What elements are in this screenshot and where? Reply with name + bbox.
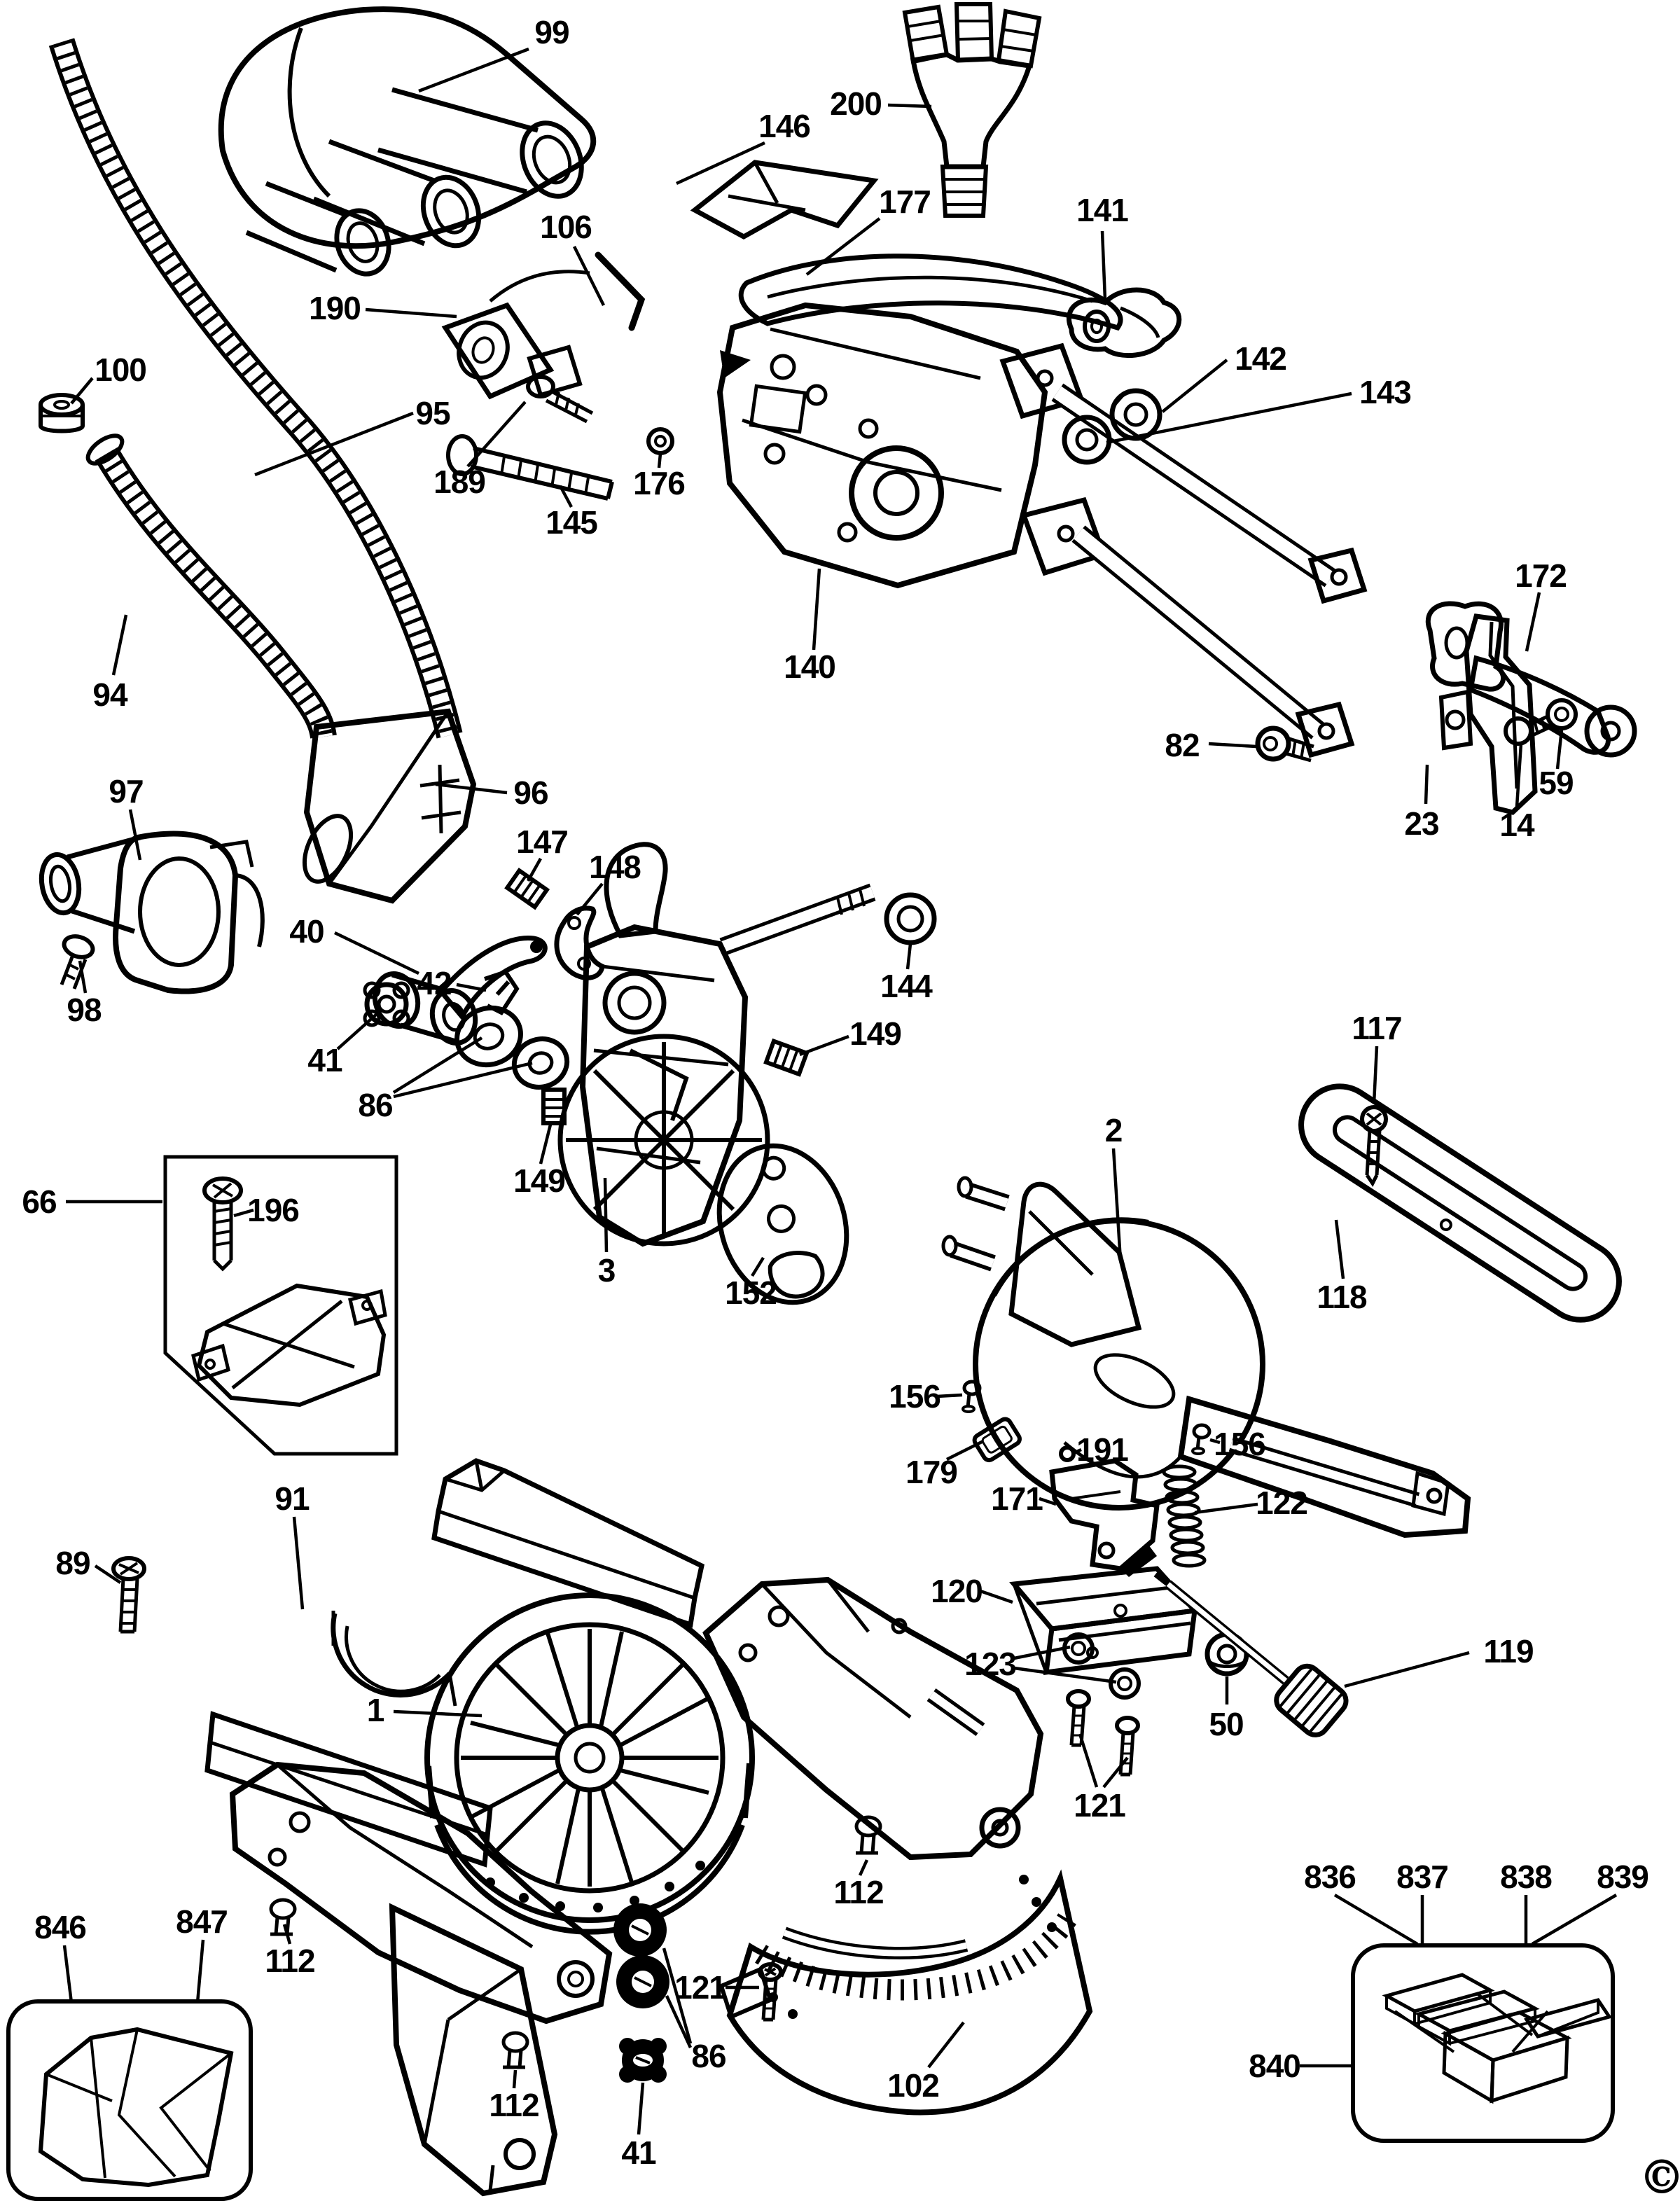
screw-82-drawing — [1255, 725, 1314, 763]
screws-121-pair-drawing — [1066, 1689, 1140, 1777]
elbow-97-drawing — [39, 831, 265, 994]
kit-66-box-drawing — [163, 1155, 398, 1456]
wing-knob-141-drawing — [1066, 287, 1182, 359]
screw-189-drawing — [526, 375, 594, 424]
rod-106-drawing — [595, 251, 646, 331]
slide-plate-118-drawing — [1298, 1083, 1622, 1323]
rivet-112-mid-drawing — [854, 1815, 882, 1855]
rings-86-bottom-drawing — [613, 1903, 669, 2008]
protractor-102-drawing — [718, 1869, 1093, 2116]
base-1-drawing — [229, 1576, 1044, 2197]
rivet-112-left-drawing — [269, 1898, 297, 1936]
screw-98-drawing — [60, 934, 95, 990]
oring-176-drawing — [646, 427, 674, 455]
copyright-symbol: © — [1639, 2150, 1680, 2204]
hose-95-drawing — [48, 38, 463, 739]
screw-14-drawing — [1504, 714, 1552, 746]
setscrew-149-right-drawing — [763, 1038, 810, 1077]
guard-177-drawing — [738, 254, 1123, 331]
screw-117-drawing — [1360, 1105, 1388, 1187]
dust-bag-box-drawing — [6, 1999, 253, 2201]
washer-59-drawing — [1546, 698, 1578, 730]
ball-191-drawing — [1059, 1445, 1076, 1462]
cover-plate-152-drawing — [716, 1143, 849, 1305]
hose-94-drawing — [85, 433, 337, 740]
accessory-kit-box-drawing — [1351, 1943, 1615, 2143]
hose-clamp-190-drawing — [441, 270, 590, 400]
housing-2-drawing — [941, 1176, 1471, 1539]
bolt-145-drawing — [446, 434, 614, 501]
lever-172-drawing — [1425, 601, 1637, 758]
spring-122-drawing — [1162, 1464, 1207, 1568]
bevel-pivot-3-drawing — [557, 842, 876, 1247]
chute-96-drawing — [302, 708, 477, 904]
knob-41-bottom-drawing — [619, 2038, 667, 2083]
rivet-112-bottom-drawing — [501, 2031, 529, 2069]
nut-142-drawing — [1109, 388, 1162, 441]
dust-manifold-drawing — [218, 6, 597, 277]
fence-91-drawing — [204, 1458, 705, 1868]
carriage-140-drawing — [716, 302, 1107, 589]
screw-156-left-drawing — [962, 1380, 982, 1413]
pad-179-drawing — [972, 1417, 1022, 1463]
latch-171-drawing — [1049, 1458, 1160, 1577]
screw-121-bottom-drawing — [758, 1962, 783, 2022]
y-splitter-drawing — [902, 1, 1042, 218]
depth-rod-119-drawing — [1153, 1571, 1349, 1737]
grommet-100-drawing — [39, 393, 85, 433]
screw-89-drawing — [111, 1556, 146, 1634]
bracket-120-drawing — [1009, 1566, 1200, 1676]
oring-144-drawing — [884, 892, 937, 945]
washers-86-drawing — [454, 1005, 570, 1090]
callout-leader-lines — [62, 47, 1618, 2135]
bracket-23-drawing — [1438, 613, 1538, 815]
clip-146-drawing — [690, 160, 879, 239]
knob-41-drawing — [363, 981, 410, 1027]
washer-143-drawing — [1062, 415, 1112, 465]
screw-156-right-drawing — [1191, 1423, 1212, 1455]
setscrew-147-drawing — [504, 867, 550, 910]
slide-rails-drawing — [1051, 383, 1368, 758]
